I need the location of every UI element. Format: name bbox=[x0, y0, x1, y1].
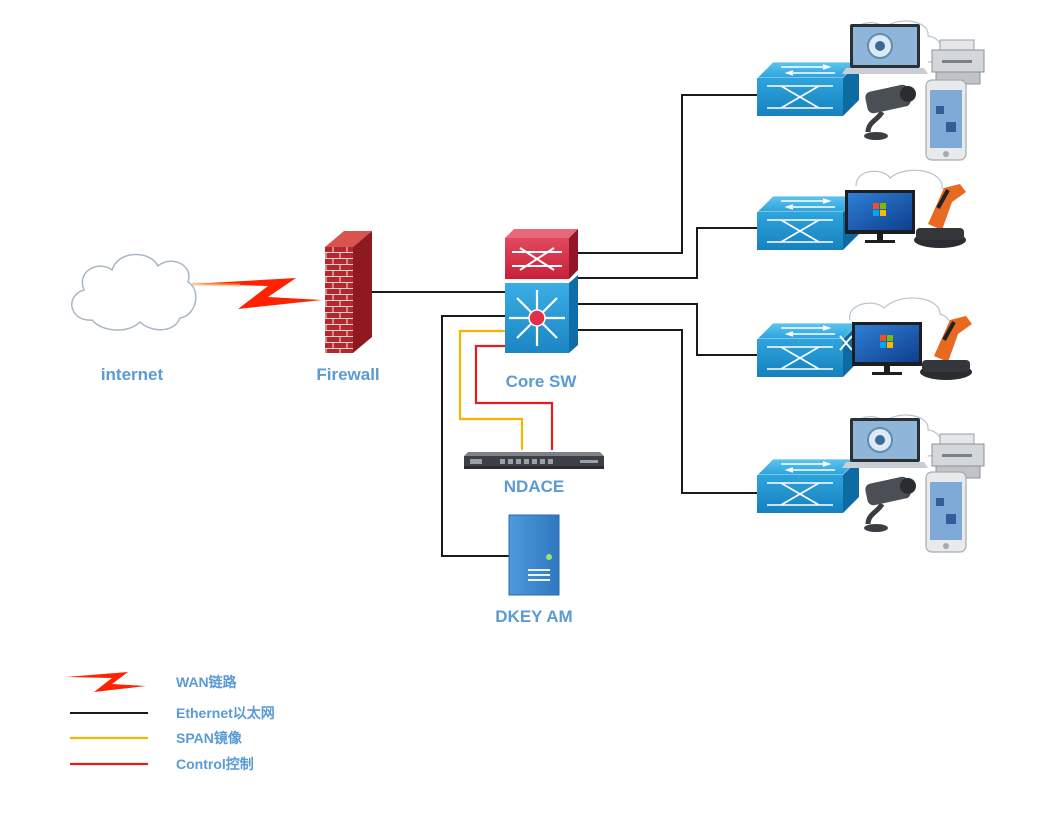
ndace-label: NDACE bbox=[504, 477, 564, 496]
core-switch-icon bbox=[505, 229, 578, 353]
windows-monitor-icon bbox=[845, 190, 915, 243]
internet-cloud-icon bbox=[71, 253, 197, 331]
windows-monitor-icon bbox=[852, 322, 922, 375]
link-core-access-4 bbox=[578, 329, 757, 494]
device-group-1 bbox=[842, 20, 985, 161]
legend-item-span: SPAN镜像 bbox=[70, 730, 243, 746]
camera-icon bbox=[864, 476, 916, 532]
access-switch-icon bbox=[756, 322, 860, 378]
firewall-icon bbox=[325, 231, 372, 353]
mobile-phone-icon bbox=[925, 471, 967, 553]
core-switch-label: Core SW bbox=[506, 372, 578, 391]
control-link bbox=[474, 344, 554, 450]
link-core-dkey bbox=[441, 315, 509, 557]
firewall-label: Firewall bbox=[316, 365, 379, 384]
legend-label-span: SPAN镜像 bbox=[176, 730, 243, 746]
device-group-2 bbox=[845, 169, 966, 248]
access-switch-icon bbox=[756, 61, 860, 116]
legend-item-wan: WAN链路 bbox=[66, 672, 238, 692]
dkey-am-label: DKEY AM bbox=[495, 607, 572, 626]
barcode-scanner-icon bbox=[914, 184, 966, 248]
ethernet-links bbox=[372, 94, 757, 557]
device-group-3 bbox=[839, 297, 972, 380]
device-group-4 bbox=[842, 414, 985, 553]
internet-label: internet bbox=[101, 365, 164, 384]
wan-link bbox=[191, 278, 322, 309]
laptop-icon bbox=[842, 418, 928, 468]
camera-icon bbox=[864, 84, 916, 140]
access-switch-icon bbox=[756, 195, 860, 251]
legend-label-wan: WAN链路 bbox=[176, 674, 238, 690]
link-core-access-3 bbox=[578, 303, 757, 356]
legend-item-control: Control控制 bbox=[70, 756, 254, 772]
printer-icon bbox=[931, 433, 985, 479]
lightning-icon bbox=[66, 672, 146, 692]
server-icon bbox=[508, 514, 560, 596]
legend-label-ethernet: Ethernet以太网 bbox=[176, 705, 275, 721]
ndace-appliance-icon bbox=[464, 452, 604, 469]
link-core-access-1 bbox=[578, 94, 757, 254]
legend-label-control: Control控制 bbox=[176, 756, 254, 772]
span-link bbox=[458, 329, 524, 450]
link-core-access-2 bbox=[578, 227, 757, 279]
printer-icon bbox=[931, 39, 985, 85]
mobile-phone-icon bbox=[925, 79, 967, 161]
barcode-scanner-icon bbox=[920, 316, 972, 380]
legend-item-ethernet: Ethernet以太网 bbox=[70, 705, 275, 721]
legend: WAN链路 Ethernet以太网 SPAN镜像 Control控制 bbox=[66, 672, 275, 772]
laptop-icon bbox=[842, 24, 928, 74]
